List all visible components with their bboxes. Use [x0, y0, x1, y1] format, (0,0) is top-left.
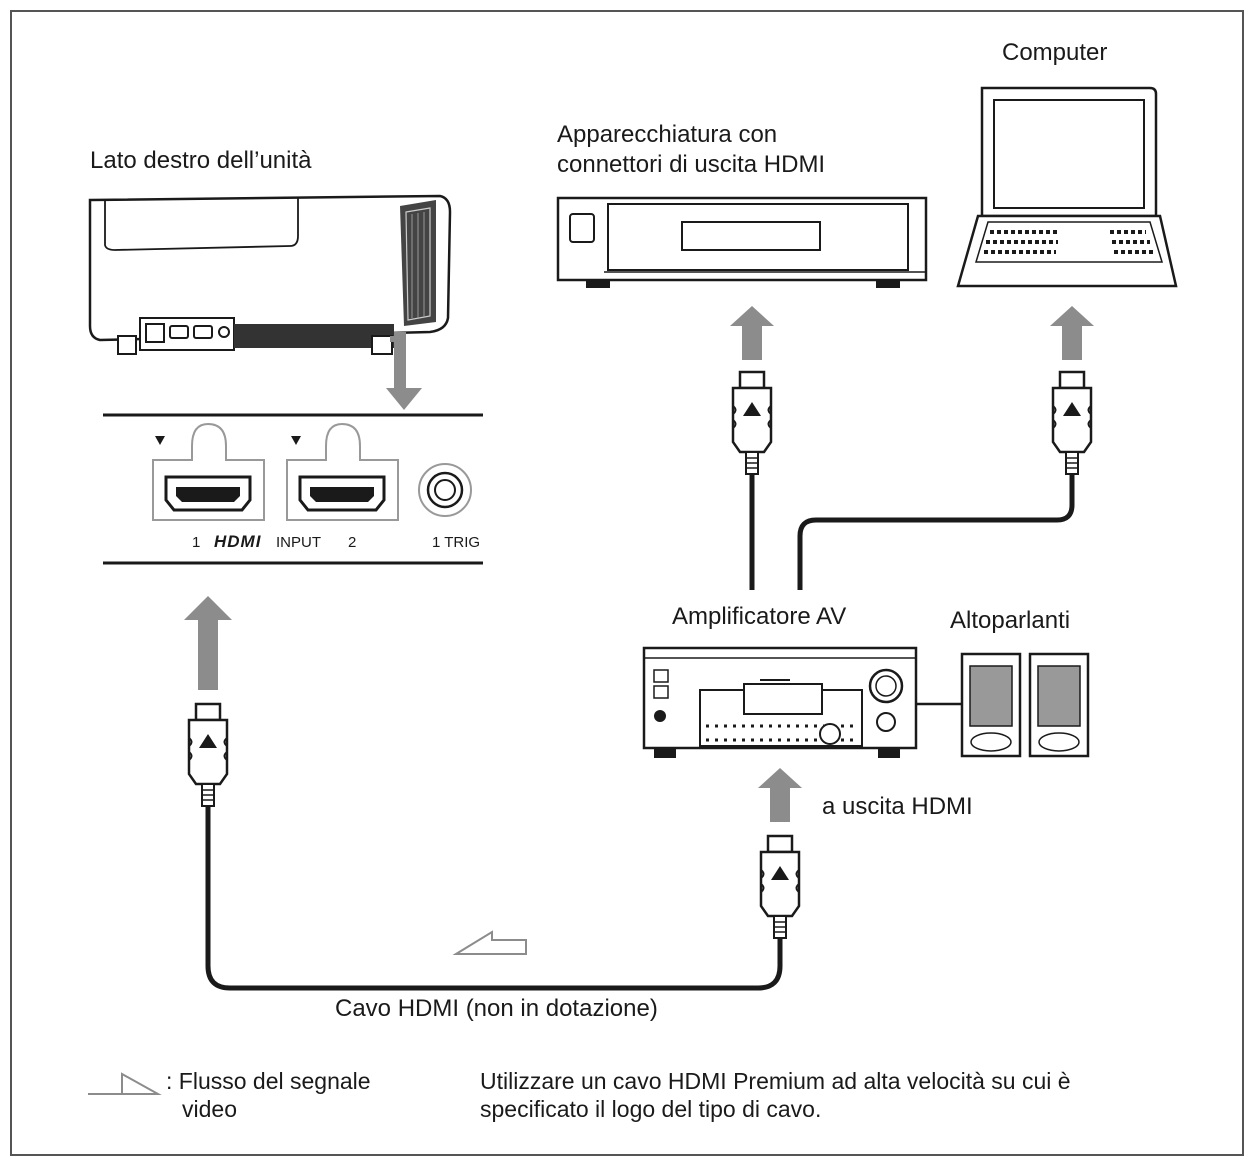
note-line1: Utilizzare un cavo HDMI Premium ad alta …: [480, 1068, 1071, 1094]
signal-arrow-to-computer: [1050, 306, 1094, 360]
panel-input-1: 1: [192, 534, 201, 551]
legend-signal-flow-line2: video: [182, 1096, 237, 1122]
cable-computer: [797, 474, 1075, 590]
panel-input-2: 2: [348, 534, 357, 551]
projector: [88, 194, 452, 355]
speakers: [960, 652, 1090, 758]
hdmi-equipment-label-line2: connettori di uscita HDMI: [557, 151, 826, 178]
computer: [956, 86, 1178, 288]
computer-label: Computer: [1002, 39, 1108, 66]
legend-flow-arrow: [88, 1072, 162, 1095]
hdmi-logo: HDMI: [214, 532, 262, 551]
signal-arrow-to-equipment: [730, 306, 774, 360]
hdmi-plug-amplifier: [759, 834, 801, 940]
signal-arrow-to-projector: [184, 596, 232, 690]
panel-input-label: INPUT: [276, 534, 321, 551]
speakers-label: Altoparlanti: [950, 607, 1071, 634]
hdmi-plug-computer: [1051, 370, 1093, 476]
av-amplifier-label: Amplificatore AV: [672, 603, 847, 630]
av-amplifier: [642, 646, 918, 758]
hdmi-plug-equipment: [731, 370, 773, 476]
hdmi-equipment-label-line1: Apparecchiatura con: [557, 121, 778, 148]
legend-signal-flow-line1: : Flusso del segnale: [166, 1068, 371, 1094]
input-panel: [103, 413, 483, 565]
note-line2: specificato il logo del tipo di cavo.: [480, 1096, 822, 1122]
diagram-frame: [10, 10, 1244, 1156]
hdmi-plug-projector: [187, 702, 229, 808]
signal-arrow-to-amplifier: [758, 768, 802, 822]
hdmi-cable-label: Cavo HDMI (non in dotazione): [335, 995, 658, 1022]
hdmi-cable-main: [205, 806, 783, 991]
signal-flow-arrow: [452, 930, 527, 955]
hdmi-equipment: [556, 196, 928, 288]
to-hdmi-output-label: a uscita HDMI: [822, 793, 973, 820]
panel-trigger: 1 TRIG: [432, 534, 481, 551]
projector-side-label: Lato destro dell’unità: [90, 147, 312, 174]
